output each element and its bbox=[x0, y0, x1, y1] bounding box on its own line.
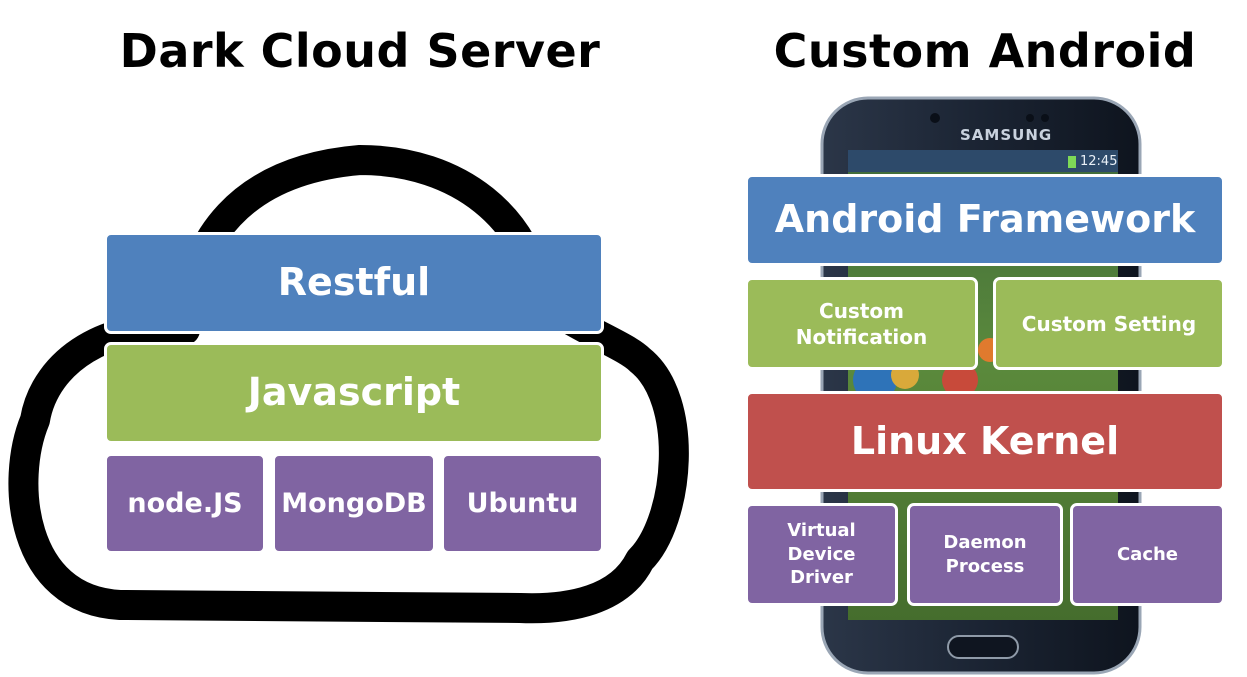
restful-layer: Restful bbox=[104, 232, 604, 334]
daemon-process-layer: Daemon Process bbox=[907, 503, 1063, 606]
samsung-logo: SAMSUNG bbox=[960, 126, 1053, 144]
linux-kernel-layer: Linux Kernel bbox=[745, 391, 1225, 492]
custom-notification-layer: Custom Notification bbox=[745, 277, 978, 370]
custom-setting-layer: Custom Setting bbox=[993, 277, 1225, 370]
virtual-device-driver-layer: Virtual Device Driver bbox=[745, 503, 898, 606]
ubuntu-layer: Ubuntu bbox=[441, 453, 604, 554]
dark-cloud-server-title: Dark Cloud Server bbox=[119, 24, 601, 78]
status-bar-time: 12:45 bbox=[1080, 154, 1118, 169]
mongodb-layer: MongoDB bbox=[272, 453, 436, 554]
custom-android-title: Custom Android bbox=[773, 24, 1197, 78]
cache-layer: Cache bbox=[1070, 503, 1225, 606]
android-framework-layer: Android Framework bbox=[745, 174, 1225, 266]
javascript-layer: Javascript bbox=[104, 342, 604, 444]
nodejs-layer: node.JS bbox=[104, 453, 266, 554]
